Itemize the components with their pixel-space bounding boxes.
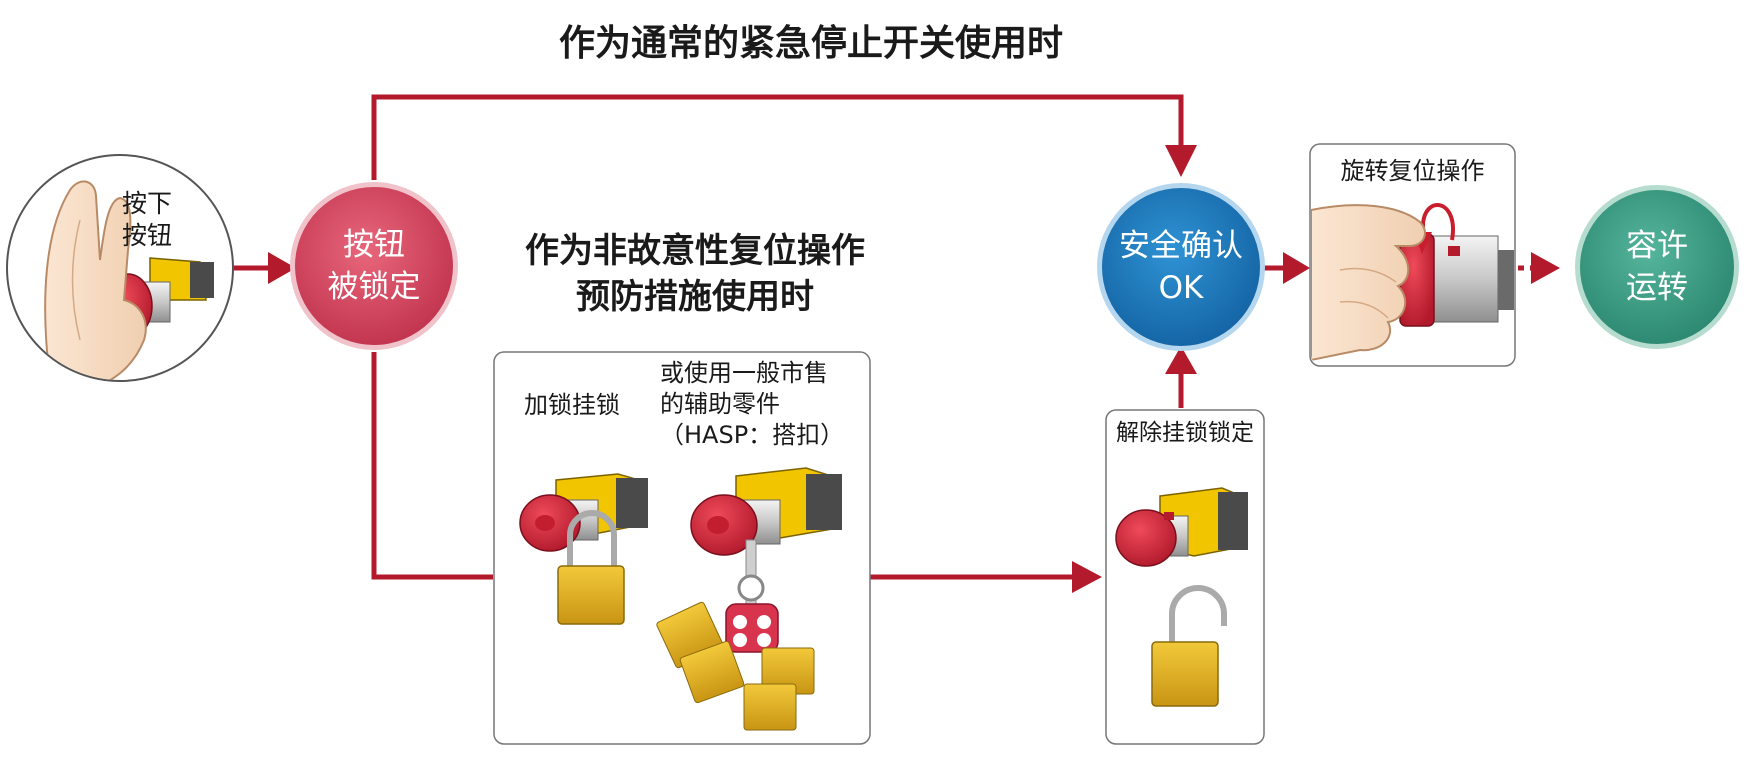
safety-label-line1: 安全确认 (1119, 228, 1243, 264)
press-label-line2: 按钮 (122, 221, 173, 250)
padlock-label: 加锁挂锁 (524, 391, 620, 419)
arrowhead-up-safety (1165, 346, 1197, 374)
release-box (1105, 409, 1265, 745)
reset-box (1309, 143, 1516, 367)
safety-label-line2: OK (1158, 270, 1204, 306)
release-label: 解除挂锁锁定 (1116, 420, 1254, 446)
press-label-line1: 按下 (122, 189, 173, 218)
run-label-line1: 容许 (1626, 228, 1688, 264)
flow-arrows (233, 94, 1531, 580)
title-non-intentional-line1: 作为非故意性复位操作 (525, 231, 865, 271)
hasp-label-line3: （HASP：搭扣） (660, 421, 845, 449)
button-with-hasp (656, 467, 842, 731)
locked-label-line1: 按钮 (343, 227, 405, 263)
arrowhead-right-run (1531, 252, 1560, 284)
safety-label: 安全确认 OK (1104, 225, 1258, 309)
locked-label-line2: 被锁定 (327, 269, 421, 305)
title-non-intentional-line2: 预防措施使用时 (576, 277, 814, 317)
arrowhead-right-release (1072, 561, 1102, 593)
run-label: 容许 运转 (1584, 225, 1730, 309)
hasp-label-line2: 的辅助零件 (660, 390, 780, 418)
arrowhead-right-reset (1283, 252, 1310, 284)
button-with-padlock (519, 473, 648, 625)
locked-label: 按钮 被锁定 (300, 224, 448, 308)
arrowhead-down-safety (1165, 145, 1197, 177)
locked-node (290, 182, 458, 350)
title-non-intentional: 作为非故意性复位操作 预防措施使用时 (460, 228, 930, 320)
hasp-label: 或使用一般市售 的辅助零件 （HASP：搭扣） (660, 358, 844, 451)
title-normal-use: 作为通常的紧急停止开关使用时 (558, 23, 1063, 64)
press-illustration (6, 154, 234, 382)
run-label-line2: 运转 (1626, 270, 1688, 306)
arrow-top-route (371, 94, 1184, 180)
press-label: 按下 按钮 (122, 188, 172, 252)
arrowhead-right-locked (268, 252, 296, 284)
arrow-bottom-route (371, 352, 493, 580)
safety-node (1097, 183, 1265, 351)
lockout-box (493, 351, 871, 745)
hasp-label-line1: 或使用一般市售 (660, 359, 828, 387)
run-node (1575, 185, 1739, 349)
reset-label: 旋转复位操作 (1340, 157, 1485, 185)
arrow-heads (268, 145, 1560, 593)
